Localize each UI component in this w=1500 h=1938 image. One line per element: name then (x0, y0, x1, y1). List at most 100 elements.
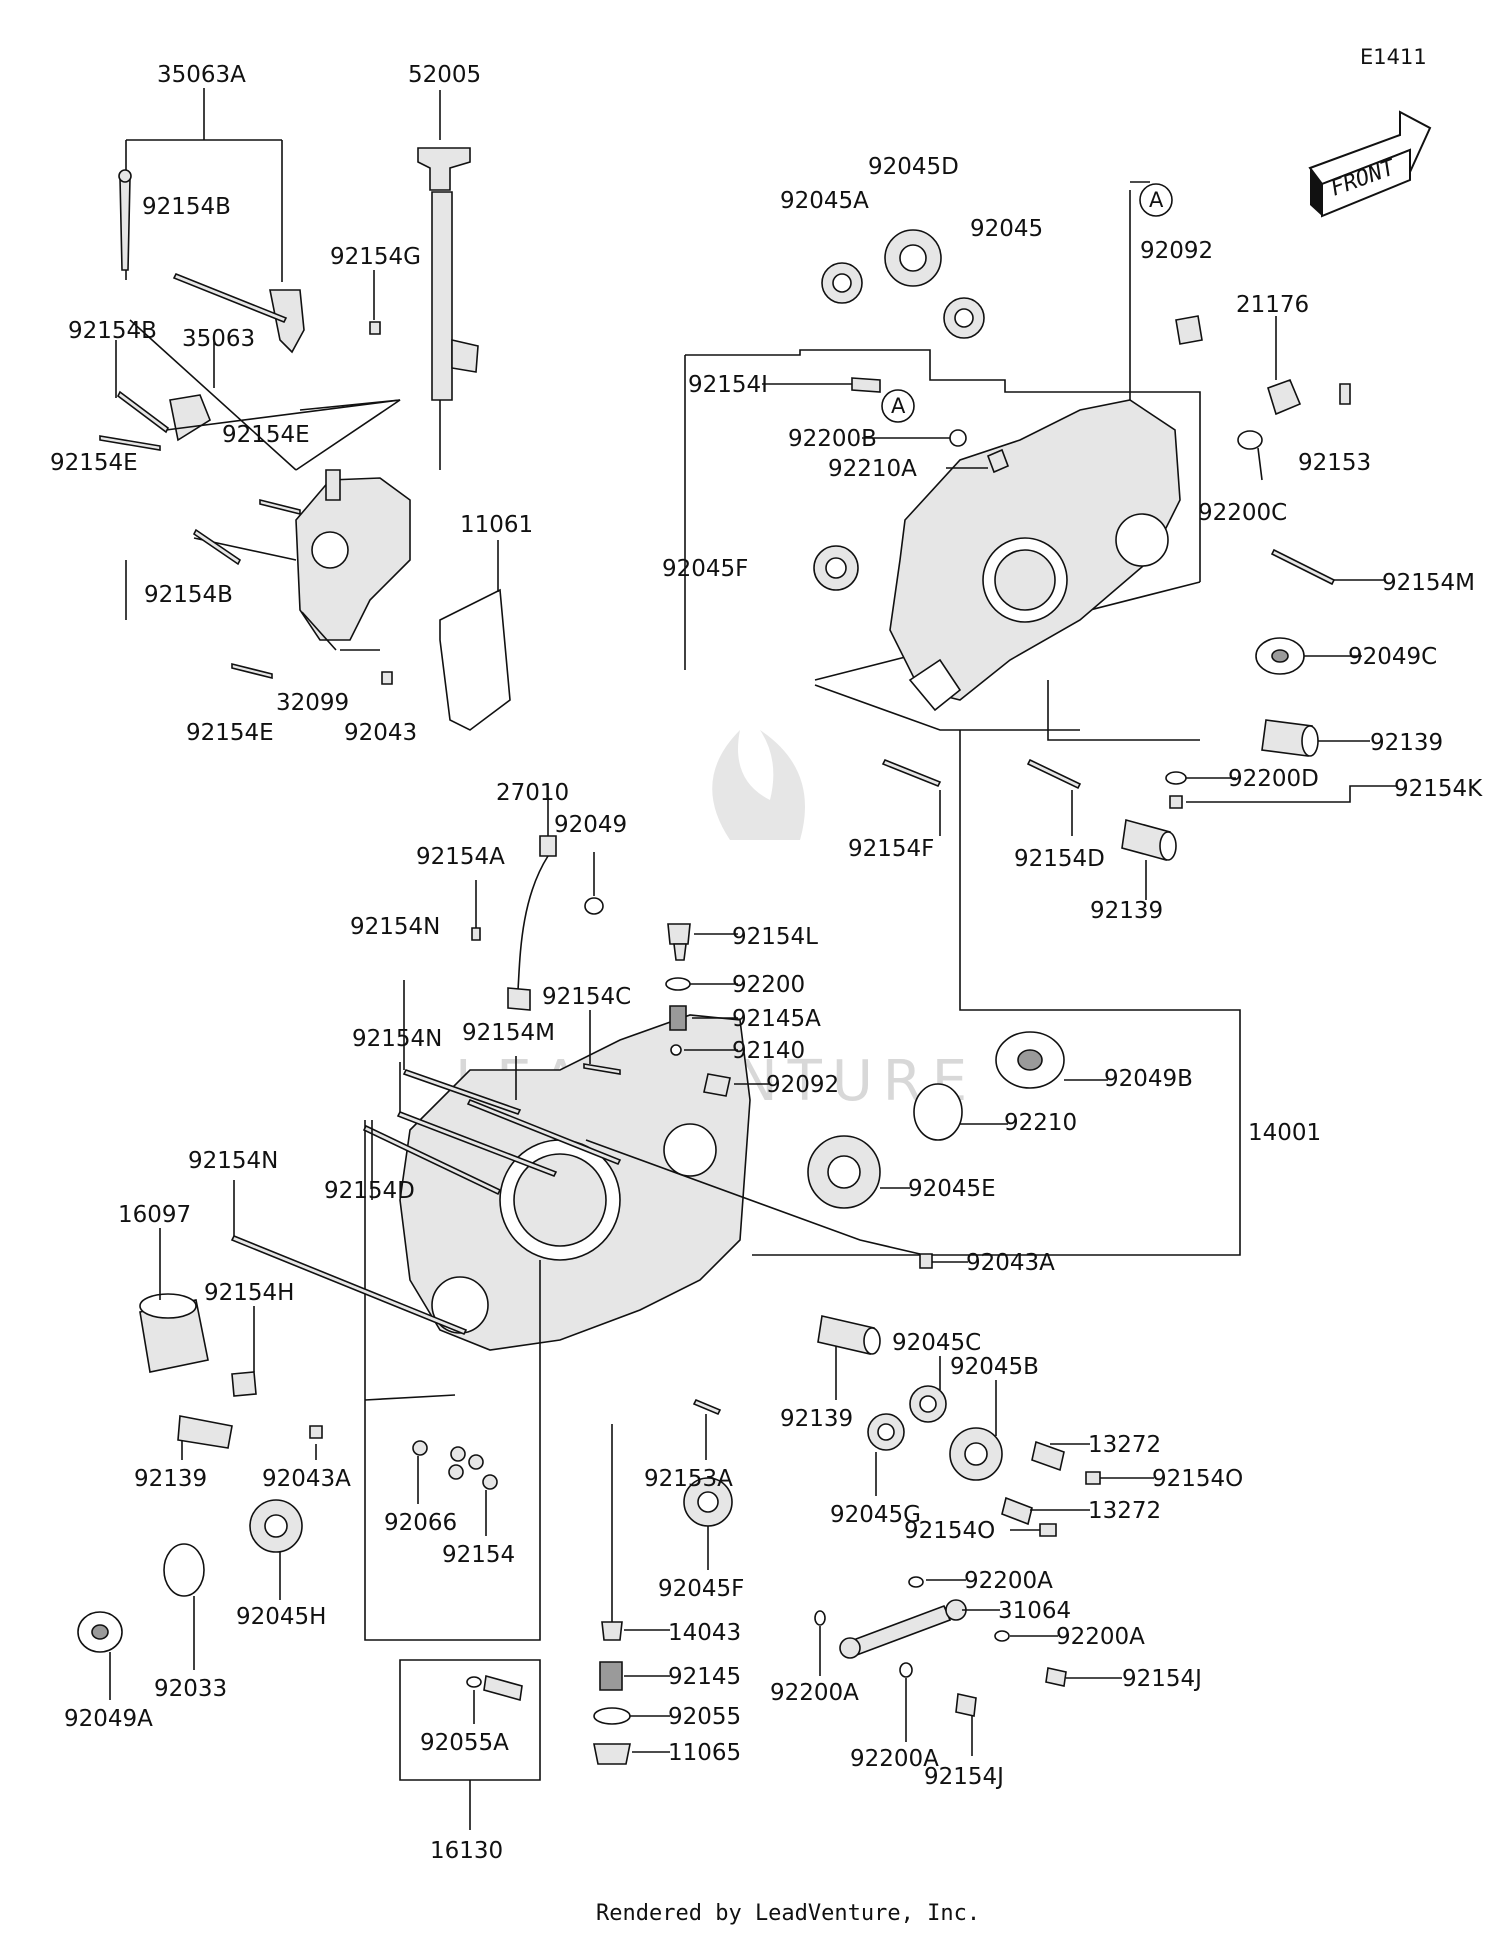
label-92055A: 92055A (420, 1730, 509, 1756)
label-92154G: 92154G (330, 244, 421, 270)
label-92049A: 92049A (64, 1706, 153, 1732)
label-92092: 92092 (1140, 238, 1213, 264)
label-27010: 27010 (496, 780, 569, 806)
label-35063A: 35063A (157, 62, 246, 88)
label-92154M: 92154M (1382, 570, 1475, 596)
label-92139: 92139 (780, 1406, 853, 1432)
label-92154B: 92154B (142, 194, 231, 220)
label-92154N: 92154N (350, 914, 440, 940)
label-92154E: 92154E (50, 450, 138, 476)
label-92045E: 92045E (908, 1176, 996, 1202)
plug-92066-icon (412, 1440, 498, 1490)
label-92045B: 92045B (950, 1354, 1039, 1380)
label-92092: 92092 (766, 1072, 839, 1098)
label-92145: 92145 (668, 1664, 741, 1690)
label-92154B: 92154B (68, 318, 157, 344)
label-92043A: 92043A (262, 1466, 351, 1492)
label-92140: 92140 (732, 1038, 805, 1064)
label-92139: 92139 (1370, 730, 1443, 756)
label-92045C: 92045C (892, 1330, 981, 1356)
label-92154N: 92154N (352, 1026, 442, 1052)
label-92139: 92139 (134, 1466, 207, 1492)
label-92154L: 92154L (732, 924, 818, 950)
crankcase-right-group (684, 181, 1396, 1256)
label-52005: 52005 (408, 62, 481, 88)
bearing-92045D-icon (884, 229, 942, 287)
label-92045D: 92045D (868, 154, 959, 180)
label-13272: 13272 (1088, 1432, 1161, 1458)
label-92154B: 92154B (144, 582, 233, 608)
part-labels: 35063A 52005 92154B 92154G 92154B 35063 … (50, 62, 1483, 1864)
label-92210: 92210 (1004, 1110, 1077, 1136)
label-92139: 92139 (1090, 898, 1163, 924)
label-92154C: 92154C (542, 984, 631, 1010)
label-92200A: 92200A (770, 1680, 859, 1706)
callout-a-2: A (881, 389, 915, 423)
label-92045A: 92045A (780, 188, 869, 214)
label-16097: 16097 (118, 1202, 191, 1228)
label-92154D: 92154D (1014, 846, 1105, 872)
label-92154M: 92154M (462, 1020, 555, 1046)
front-arrow-icon: FRONT (1308, 110, 1432, 218)
label-92055: 92055 (668, 1704, 741, 1730)
label-92154O: 92154O (1152, 1466, 1243, 1492)
label-92210A: 92210A (828, 456, 917, 482)
linkage-group (814, 1315, 1154, 1756)
label-92200B: 92200B (788, 426, 877, 452)
label-92045F: 92045F (662, 556, 748, 582)
label-92033: 92033 (154, 1676, 227, 1702)
label-92154D: 92154D (324, 1178, 415, 1204)
label-11065: 11065 (668, 1740, 741, 1766)
label-92154: 92154 (442, 1542, 515, 1568)
label-92154N: 92154N (188, 1148, 278, 1174)
callout-a-1: A (1139, 183, 1173, 217)
label-13272: 13272 (1088, 1498, 1161, 1524)
label-92200A: 92200A (964, 1568, 1053, 1594)
label-92200A: 92200A (1056, 1624, 1145, 1650)
label-92045G: 92045G (830, 1502, 921, 1528)
label-11061: 11061 (460, 512, 533, 538)
label-92154H: 92154H (204, 1280, 294, 1306)
label-92066: 92066 (384, 1510, 457, 1536)
label-31064: 31064 (998, 1598, 1071, 1624)
crankcase-left-group (77, 786, 1108, 1830)
label-92154O: 92154O (904, 1518, 995, 1544)
label-92153A: 92153A (644, 1466, 733, 1492)
label-92154J: 92154J (924, 1764, 1004, 1790)
bearing-92045F-icon (813, 545, 859, 591)
label-16130: 16130 (430, 1838, 503, 1864)
oil-pump-group (99, 88, 511, 731)
svg-text:A: A (891, 394, 906, 418)
label-32099: 32099 (276, 690, 349, 716)
svg-text:A: A (1149, 188, 1164, 212)
label-92154F: 92154F (848, 836, 934, 862)
label-92045: 92045 (970, 216, 1043, 242)
label-92154J: 92154J (1122, 1666, 1202, 1692)
diagram-code: E1411 (1360, 45, 1427, 69)
label-14043: 14043 (668, 1620, 741, 1646)
label-92153: 92153 (1298, 450, 1371, 476)
bearing-92045A-icon (821, 262, 863, 304)
label-92154E: 92154E (222, 422, 310, 448)
label-92145A: 92145A (732, 1006, 821, 1032)
label-92043A: 92043A (966, 1250, 1055, 1276)
label-92200C: 92200C (1198, 500, 1287, 526)
label-92049C: 92049C (1348, 644, 1437, 670)
label-92154A: 92154A (416, 844, 505, 870)
label-92200D: 92200D (1228, 766, 1319, 792)
bearing-92045-icon (943, 297, 985, 339)
label-35063: 35063 (182, 326, 255, 352)
label-14001: 14001 (1248, 1120, 1321, 1146)
label-92049: 92049 (554, 812, 627, 838)
label-92049B: 92049B (1104, 1066, 1193, 1092)
label-92154I: 92154I (688, 372, 768, 398)
label-92045F: 92045F (658, 1576, 744, 1602)
label-92154K: 92154K (1394, 776, 1483, 802)
label-92200A: 92200A (850, 1746, 939, 1772)
label-92043: 92043 (344, 720, 417, 746)
label-92154E: 92154E (186, 720, 274, 746)
label-21176: 21176 (1236, 292, 1309, 318)
label-92045H: 92045H (236, 1604, 326, 1630)
label-92200: 92200 (732, 972, 805, 998)
